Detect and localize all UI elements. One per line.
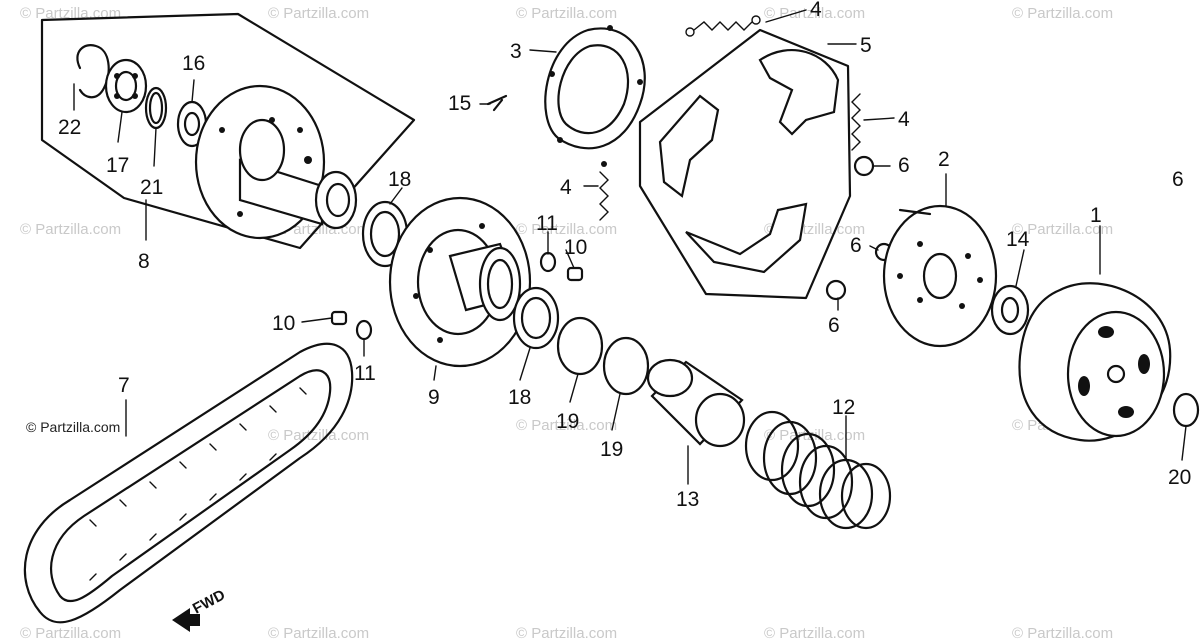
- seal-part: [512, 286, 560, 350]
- callout-number: 15: [448, 92, 471, 115]
- callout-number: 13: [676, 488, 699, 511]
- callout-number: 6: [1172, 168, 1184, 191]
- movable-face-part: [388, 196, 532, 368]
- watermark: © Partzilla.com: [1012, 625, 1113, 642]
- callout-number: 11: [536, 212, 558, 235]
- assembly-outline: [40, 12, 416, 250]
- watermark: © Partzilla.com: [268, 5, 369, 22]
- callout-number: 6: [850, 234, 862, 257]
- callout-number: 19: [600, 438, 623, 461]
- collar-part: [355, 319, 373, 341]
- watermark: © Partzilla.com: [516, 417, 617, 434]
- driven-face-assembly: [40, 12, 416, 250]
- callout-number: 16: [182, 52, 205, 75]
- o-ring-part: [602, 336, 650, 396]
- callout-number: 14: [1006, 228, 1030, 251]
- callout-number: 4: [898, 108, 910, 131]
- callout-number: 20: [1168, 466, 1191, 489]
- bearing-part: [104, 58, 148, 114]
- watermark: © Partzilla.com: [20, 625, 121, 642]
- spring-part: [599, 161, 609, 221]
- callout-number: 17: [106, 154, 129, 177]
- watermark: © Partzilla.com: [516, 5, 617, 22]
- nut-part: [825, 279, 847, 301]
- spring-part: [685, 15, 761, 37]
- callout-number: 6: [898, 154, 910, 177]
- watermark: © Partzilla.com: [764, 5, 865, 22]
- pin-part: [486, 94, 508, 112]
- callout-number: 4: [810, 0, 822, 21]
- watermark: © Partzilla.com: [1012, 221, 1113, 238]
- callout-number: 2: [938, 148, 950, 171]
- spring-part: [851, 93, 861, 151]
- callout-number: 5: [860, 34, 872, 57]
- collar-part: [539, 251, 557, 273]
- forward-arrow-icon: FWD: [172, 586, 228, 632]
- callout-number: 7: [118, 374, 130, 397]
- o-ring-part: [556, 316, 604, 376]
- drive-plate-part: [882, 204, 998, 348]
- callout-number: 4: [560, 176, 572, 199]
- callout-number: 9: [428, 386, 440, 409]
- callout-number: 19: [556, 410, 579, 433]
- clutch-plate-part: [544, 25, 646, 150]
- clutch-shoe-assembly: [638, 28, 852, 300]
- watermark: © Partzilla.com: [764, 625, 865, 642]
- callout-number: 6: [828, 314, 840, 337]
- callout-number: 10: [272, 312, 295, 335]
- callout-number: 3: [510, 40, 522, 63]
- callout-number: 10: [564, 236, 587, 259]
- callout-number: 18: [508, 386, 531, 409]
- watermark: © Partzilla.com: [268, 427, 369, 444]
- drive-belt-part: [23, 342, 354, 624]
- copyright-label: © Partzilla.com: [26, 419, 120, 435]
- callout-number: 21: [140, 176, 163, 199]
- callout-number: 8: [138, 250, 150, 273]
- direction-label: FWD: [190, 586, 228, 617]
- leader-lines: [73, 9, 1187, 485]
- bolt-part: [566, 266, 584, 282]
- clutch-outer-part: [1018, 282, 1172, 442]
- callout-labels: 1 2 3 4 4 4 5 6 6 6 6 7 8 9 10 10 11 11 …: [58, 0, 1191, 511]
- watermark: © Partzilla.com: [516, 221, 617, 238]
- callout-number: 1: [1090, 204, 1102, 227]
- callout-number: 22: [58, 116, 81, 139]
- nut-part: [853, 155, 875, 177]
- callout-number: 11: [354, 362, 376, 385]
- circlip-part: [76, 44, 110, 99]
- nut-part: [1172, 392, 1200, 428]
- watermark: © Partzilla.com: [516, 625, 617, 642]
- watermark: © Partzilla.com: [268, 625, 369, 642]
- washer-part: [990, 284, 1030, 336]
- callout-number: 18: [388, 168, 411, 191]
- callout-number: 12: [832, 396, 855, 419]
- bolt-part: [330, 310, 348, 326]
- watermark: © Partzilla.com: [1012, 5, 1113, 22]
- collar-part: [646, 358, 746, 448]
- watermark: © Partzilla.com: [20, 221, 121, 238]
